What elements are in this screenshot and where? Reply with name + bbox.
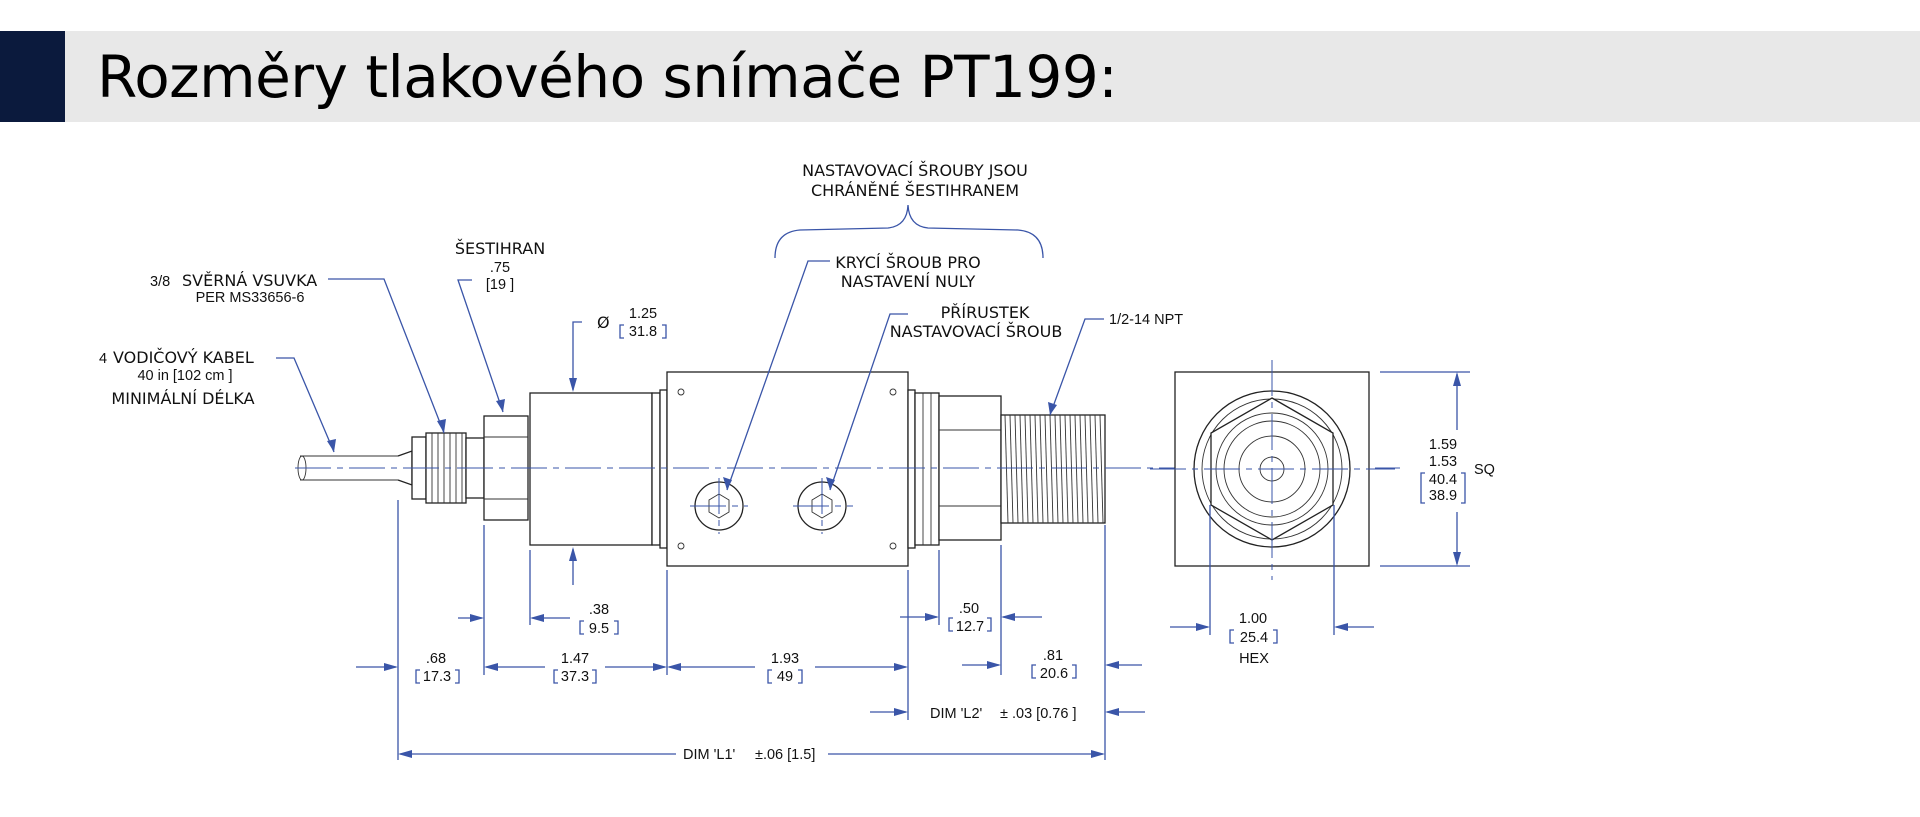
thread-line	[1044, 414, 1049, 524]
thread-line	[1014, 414, 1019, 524]
dimension-081-mm: 20.6	[1040, 666, 1068, 682]
square-body	[666, 371, 909, 567]
callout-zero-screw-line2: NASTAVENÍ NULY	[841, 272, 976, 291]
callout-zero-screw: KRYCÍ ŠROUB PRO NASTAVENÍ NULY	[723, 253, 981, 491]
title-bar: Rozměry tlakového snímače PT199:	[0, 31, 1920, 122]
dimension-l2-label: DIM 'L2'	[930, 706, 983, 722]
callout-set-screws-line2: CHRÁNĚNÉ ŠESTIHRANEM	[811, 181, 1019, 200]
callout-npt: 1/2-14 NPT	[1048, 312, 1183, 416]
dimension-hex-label: HEX	[1239, 651, 1269, 667]
thread-line	[1079, 414, 1084, 524]
thread-line	[1084, 414, 1089, 524]
callout-diameter: Ø 1.25 31.8	[569, 306, 667, 585]
callout-fitting-name: SVĚRNÁ VSUVKA	[182, 271, 317, 290]
dimension-038-inch: .38	[589, 602, 609, 618]
callout-hex-inch: .75	[490, 260, 510, 276]
dimension-081-inch: .81	[1043, 648, 1063, 664]
dimension-193-inch: 1.93	[771, 651, 799, 667]
callout-cable-name: VODIČOVÝ KABEL	[113, 348, 254, 367]
dimension-l1: DIM 'L1' ±.06 [1.5]	[398, 747, 1105, 763]
diameter-mm: 31.8	[629, 324, 657, 340]
zero-adjust-screw	[690, 478, 748, 534]
main-cylinder	[529, 389, 668, 549]
dimension-l1-tolerance: ±.06 [1.5]	[755, 747, 815, 763]
thread-line	[1004, 414, 1009, 524]
callout-set-screws-line1: NASTAVOVACÍ ŠROUBY JSOU	[802, 161, 1028, 180]
callout-cable-min: MINIMÁLNÍ DÉLKA	[111, 389, 254, 408]
dimension-l2: DIM 'L2' ± .03 [0.76 ]	[870, 706, 1145, 722]
dimension-050-mm: 12.7	[956, 619, 984, 635]
dimension-chain-068-147-193: .68 17.3 1.47 37.3 1.93 49	[356, 651, 908, 685]
dimension-l1-label: DIM 'L1'	[683, 747, 736, 763]
dimension-147-inch: 1.47	[561, 651, 589, 667]
dimension-l2-tolerance: ± .03 [0.76 ]	[1000, 706, 1076, 722]
dimension-sq-min-mm: 38.9	[1429, 488, 1457, 504]
dimension-sq-max-inch: 1.59	[1429, 437, 1457, 453]
thread-line	[1024, 414, 1029, 524]
thread-line	[1039, 414, 1044, 524]
dimension-193-mm: 49	[777, 669, 793, 685]
dimension-sq-label: SQ	[1474, 462, 1495, 478]
dimension-sq-max-mm: 40.4	[1429, 472, 1457, 488]
npt-thread	[1000, 414, 1106, 524]
callout-zero-screw-line1: KRYCÍ ŠROUB PRO	[835, 253, 980, 272]
callout-cable-length: 40 in [102 cm ]	[137, 368, 232, 384]
thread-line	[1059, 414, 1064, 524]
dimension-hex-end-view: 1.00 25.4 HEX	[1170, 611, 1374, 667]
dimension-sq-min-inch: 1.53	[1429, 454, 1457, 470]
span-adjust-screw	[793, 478, 853, 534]
sensor-side-view	[295, 371, 1400, 567]
thread-line	[1019, 414, 1024, 524]
thread-line	[1029, 414, 1034, 524]
diameter-symbol: Ø	[597, 313, 610, 332]
dimension-050: .50 12.7	[900, 601, 1042, 635]
callout-span-screw: PŘÍRUSTEK NASTAVOVACÍ ŠROUB	[826, 303, 1063, 491]
dimension-hex-mm: 25.4	[1240, 630, 1268, 646]
callout-set-screws: NASTAVOVACÍ ŠROUBY JSOU CHRÁNĚNÉ ŠESTIHR…	[774, 161, 1044, 259]
rear-collar	[907, 389, 940, 549]
sensor-end-view	[1150, 360, 1395, 580]
title-accent-block	[0, 31, 65, 122]
callout-span-screw-line1: PŘÍRUSTEK	[941, 303, 1030, 322]
dimension-square: 1.59 1.53 40.4 38.9 SQ	[1420, 372, 1495, 566]
thread-line	[1069, 414, 1074, 524]
dimension-038: .38 9.5	[458, 602, 619, 637]
dimension-068-inch: .68	[426, 651, 446, 667]
callout-fitting-spec: PER MS33656-6	[196, 290, 305, 306]
callout-hex-label: ŠESTIHRAN	[455, 239, 545, 258]
callout-compression-fitting: 3/8 SVĚRNÁ VSUVKA PER MS33656-6	[150, 271, 446, 434]
callout-npt-label: 1/2-14 NPT	[1109, 312, 1183, 328]
callout-span-screw-line2: NASTAVOVACÍ ŠROUB	[890, 322, 1063, 341]
dimension-147-mm: 37.3	[561, 669, 589, 685]
thread-line	[1074, 414, 1079, 524]
callout-cable: 4 VODIČOVÝ KABEL 40 in [102 cm ] MINIMÁL…	[99, 348, 336, 453]
dimension-050-inch: .50	[959, 601, 979, 617]
thread-line	[1009, 414, 1014, 524]
callout-cable-count: 4	[99, 351, 107, 367]
thread-line	[1089, 414, 1094, 524]
extension-lines	[397, 371, 1470, 760]
diameter-inch: 1.25	[629, 306, 657, 322]
dimension-hex-inch: 1.00	[1239, 611, 1267, 627]
page-title: Rozměry tlakového snímače PT199:	[97, 43, 1118, 111]
thread-line	[1099, 414, 1104, 524]
callout-fitting-size: 3/8	[150, 274, 170, 290]
thread-line	[1054, 414, 1059, 524]
dimension-068-mm: 17.3	[423, 669, 451, 685]
thread-line	[1064, 414, 1069, 524]
callout-hex: ŠESTIHRAN .75 [19 ]	[455, 239, 545, 413]
callout-hex-mm: [19 ]	[486, 277, 514, 293]
dimension-038-mm: 9.5	[589, 621, 609, 637]
thread-line	[1094, 414, 1099, 524]
thread-line	[1034, 414, 1039, 524]
thread-line	[1049, 414, 1054, 524]
dimension-081: .81 20.6	[962, 648, 1142, 682]
